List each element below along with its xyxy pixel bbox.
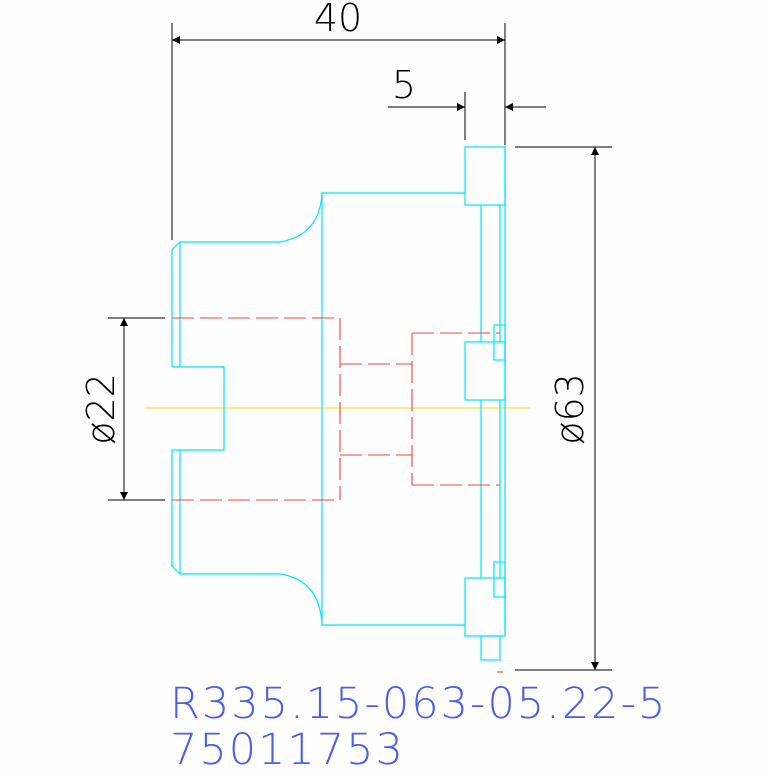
dim-bore-label: ø22 bbox=[79, 373, 123, 445]
dimension-lines bbox=[108, 23, 612, 671]
part-outline bbox=[171, 146, 506, 661]
part-item-number: 75011753 bbox=[170, 725, 405, 775]
dim-flange-label: 5 bbox=[392, 63, 416, 107]
dim-outer-diameter-label: ø63 bbox=[548, 373, 592, 445]
hidden-lines bbox=[172, 317, 500, 501]
dim-length-label: 40 bbox=[314, 0, 362, 40]
part-code: R335.15-063-05.22-5 bbox=[170, 679, 668, 729]
